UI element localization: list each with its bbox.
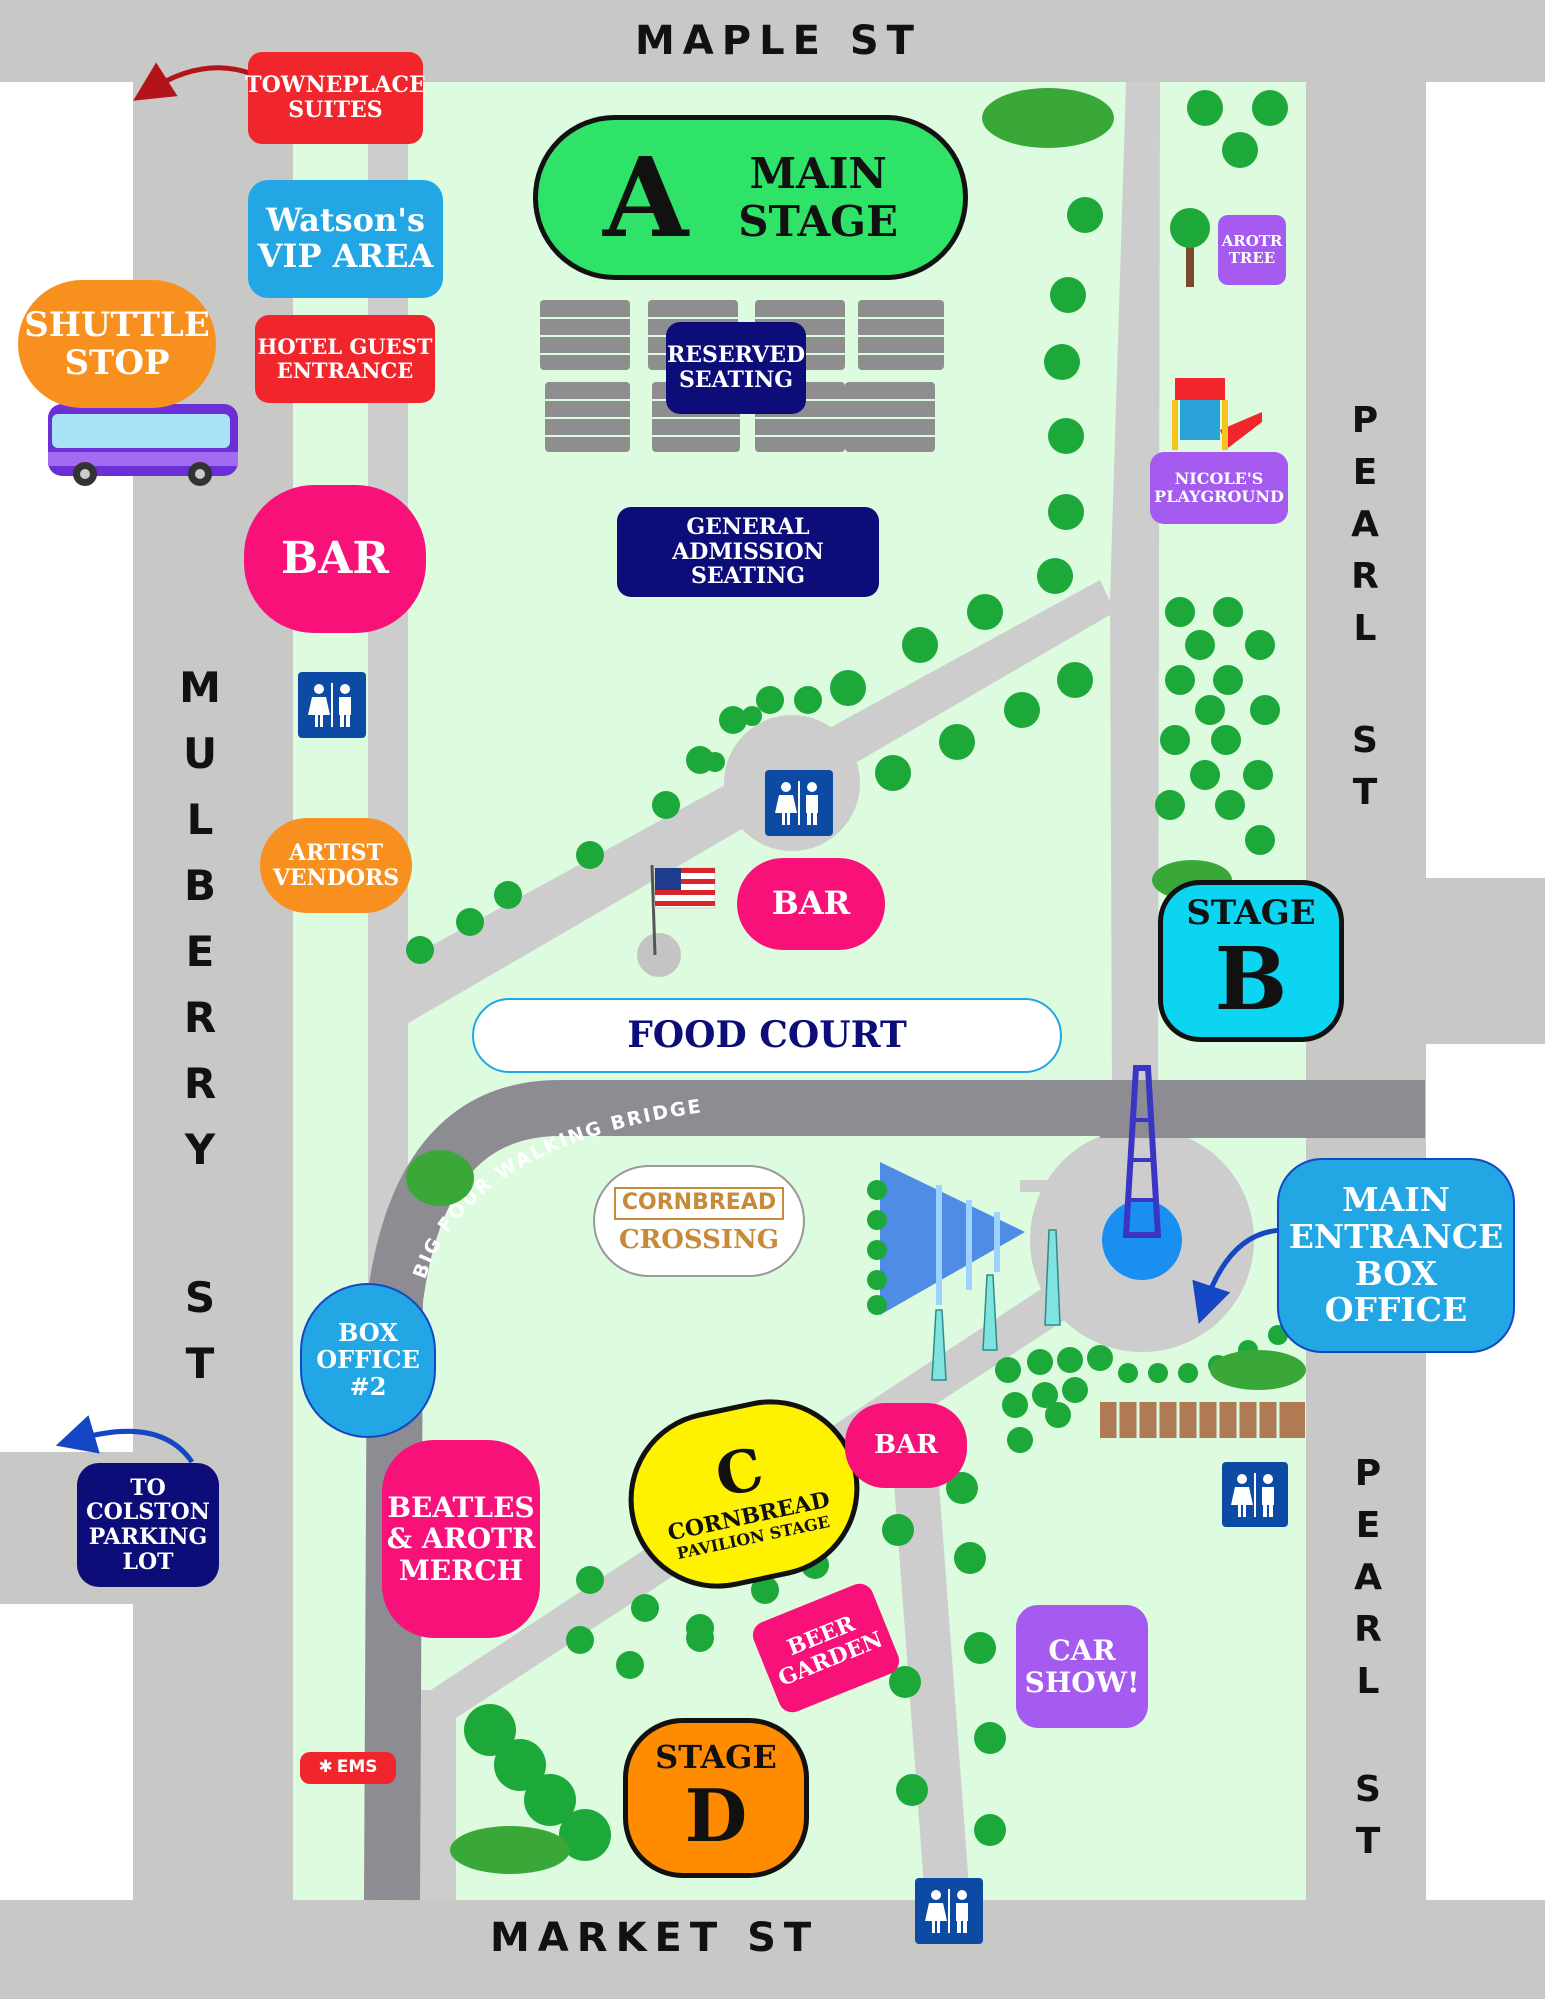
- restroom-icon[interactable]: [765, 770, 833, 836]
- fountain: [1102, 1200, 1182, 1280]
- fence: [1100, 1402, 1305, 1438]
- towneplace-arrow-icon: [133, 62, 256, 101]
- arotr-tree-icon: [1170, 208, 1210, 248]
- shuttle-bus-icon: [48, 404, 238, 486]
- stage-b-letter: B: [1214, 928, 1288, 1030]
- ems-label[interactable]: ✱EMS: [300, 1752, 396, 1784]
- colston-arrow-icon: [55, 1415, 195, 1464]
- pearl-side-road: [1426, 878, 1545, 1044]
- flagpole: [650, 864, 657, 956]
- bar-south-label[interactable]: BAR: [845, 1403, 967, 1488]
- obelisk: [1044, 1229, 1061, 1326]
- trees: [406, 90, 1288, 1861]
- street-maple: MAPLE ST: [635, 18, 922, 64]
- main-stage-letter: A: [602, 132, 689, 262]
- arotr-tree-trunk: [1186, 232, 1194, 287]
- street-market: MARKET ST: [490, 1915, 820, 1961]
- east-walkway: [1110, 82, 1160, 1090]
- food-court-label[interactable]: FOOD COURT: [472, 998, 1062, 1073]
- south-walkway: [890, 1430, 970, 1900]
- ems-icon: ✱: [318, 1757, 333, 1778]
- restroom-icon[interactable]: [915, 1878, 983, 1944]
- restroom-icon[interactable]: [1222, 1462, 1288, 1527]
- water-feature: [880, 1162, 1025, 1315]
- bridge-tower: [1122, 1065, 1162, 1238]
- flagpole-base: [637, 933, 681, 977]
- stage-d-letter: D: [684, 1772, 748, 1858]
- market-st-road: [0, 1900, 1545, 1999]
- entrance-arrow-icon: [1192, 1227, 1286, 1324]
- bar-center-label[interactable]: BAR: [737, 858, 885, 950]
- restroom-icon[interactable]: [298, 672, 366, 738]
- bar-west-label[interactable]: BAR: [244, 485, 426, 633]
- playground-icon: [1172, 378, 1262, 450]
